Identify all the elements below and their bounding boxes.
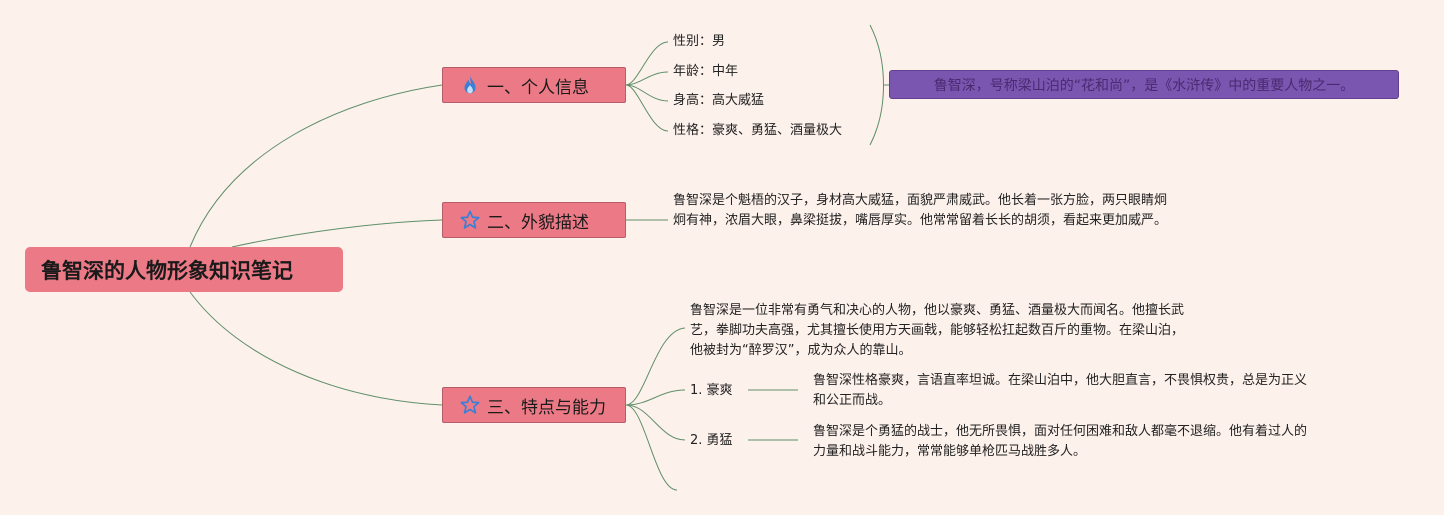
trait-description-brave[interactable]: 鲁智深是个勇猛的战士，他无所畏惧，面对任何困难和敌人都毫不退缩。他有着过人的力量… [813, 424, 1308, 459]
branch-label: 三、特点与能力 [487, 397, 606, 418]
root-title: 鲁智深的人物形象知识笔记 [41, 258, 293, 283]
connector-b1-leaf3 [625, 84, 669, 102]
traits-intro[interactable]: 鲁智深是一位非常有勇气和决心的人物，他以豪爽、勇猛、酒量极大而闻名。他擅长武艺，… [690, 303, 1185, 358]
summary-brace [869, 24, 884, 146]
connector-b3-trait1 [625, 389, 686, 406]
leaf-age[interactable]: 年龄：中年 [673, 64, 739, 79]
connector-b3-intro [625, 327, 686, 406]
star-outline-icon [460, 210, 480, 229]
root-node[interactable]: 鲁智深的人物形象知识笔记 [25, 247, 343, 292]
branch-traits-abilities[interactable]: 三、特点与能力 [442, 387, 626, 423]
leaf-personality[interactable]: 性格：豪爽、勇猛、酒量极大 [673, 123, 843, 138]
trait-label-bold[interactable]: 1. 豪爽 [690, 383, 733, 398]
branch-label: 二、外貌描述 [487, 212, 589, 233]
connector-b1-leaf4 [625, 84, 669, 132]
connector-b3-end [625, 404, 678, 491]
connector-b3-trait2 [625, 404, 686, 441]
branch-personal-info[interactable]: 一、个人信息 [442, 67, 626, 103]
connector-b1-leaf1 [625, 41, 669, 86]
branch-appearance[interactable]: 二、外貌描述 [442, 202, 626, 238]
leaf-gender[interactable]: 性别：男 [673, 34, 726, 49]
summary-note[interactable]: 鲁智深，号称梁山泊的“花和尚”，是《水浒传》中的重要人物之一。 [889, 70, 1399, 99]
leaf-height[interactable]: 身高：高大威猛 [673, 93, 765, 108]
appearance-description[interactable]: 鲁智深是个魁梧的汉子，身材高大威猛，面貌严肃威武。他长着一张方脸，两只眼睛炯炯有… [673, 193, 1168, 228]
star-outline-icon [460, 395, 480, 414]
connector-root-branch1 [189, 84, 443, 248]
flame-icon [464, 75, 476, 94]
summary-text: 鲁智深，号称梁山泊的“花和尚”，是《水浒传》中的重要人物之一。 [933, 77, 1355, 94]
connector-root-branch3 [189, 291, 443, 406]
connector-root-branch2 [231, 219, 443, 248]
trait-label-brave[interactable]: 2. 勇猛 [690, 433, 733, 448]
branch-label: 一、个人信息 [487, 77, 589, 98]
connector-b1-leaf2 [625, 71, 669, 86]
trait-description-bold[interactable]: 鲁智深性格豪爽，言语直率坦诚。在梁山泊中，他大胆直言，不畏惧权贵，总是为正义和公… [813, 373, 1308, 408]
